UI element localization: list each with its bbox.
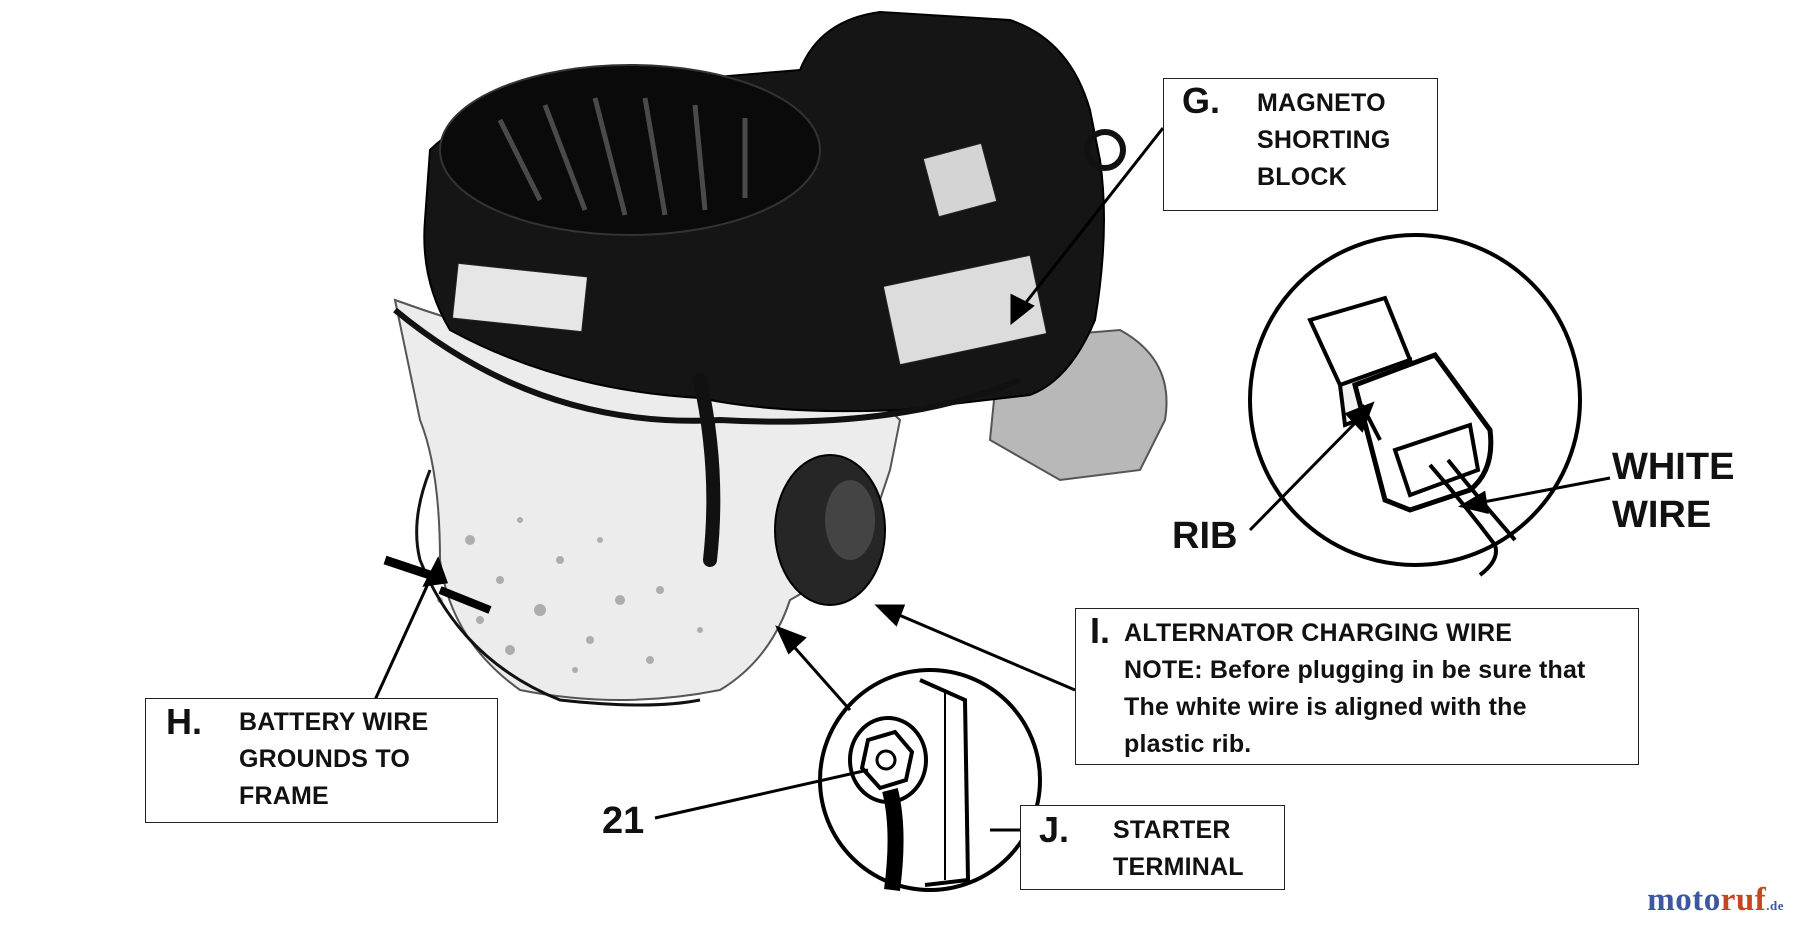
callout-I-text: ALTERNATOR CHARGING WIRE NOTE: Before pl… [1124, 615, 1586, 763]
engine-decal-top [922, 142, 998, 218]
callout-I-line-1: ALTERNATOR CHARGING WIRE [1124, 619, 1513, 647]
leader-line-H [373, 574, 434, 701]
terminal-frame-plate [919, 678, 971, 887]
engine-decal-right [882, 254, 1048, 366]
white-wire-label-line-1: WHITE [1612, 446, 1735, 488]
battery-ground-wire [383, 555, 432, 580]
rib-label: RIB [1172, 515, 1238, 557]
watermark-part-1: moto [1647, 882, 1721, 918]
callout-H-line-3: FRAME [239, 782, 329, 810]
callout-J: J. STARTER TERMINAL [1020, 805, 1285, 890]
leader-line-white-wire [1477, 476, 1611, 505]
leader-lines [373, 127, 1611, 832]
callout-G-text: MAGNETO SHORTING BLOCK [1257, 85, 1391, 196]
terminal-cable [882, 788, 904, 892]
engine-tube [693, 373, 721, 567]
callout-J-line-1: STARTER [1113, 816, 1231, 844]
leader-line-G [1018, 127, 1165, 311]
arrowhead-G [1010, 293, 1035, 326]
starter-motor-end [825, 480, 875, 560]
connector-inset [1248, 233, 1582, 577]
callout-H-line-1: BATTERY WIRE [239, 708, 429, 736]
motoruf-watermark: motoruf.de [1647, 882, 1784, 919]
engine-body [383, 10, 1168, 707]
wire-harness-lower [415, 469, 701, 707]
callout-I: I. ALTERNATOR CHARGING WIRE NOTE: Before… [1075, 608, 1639, 765]
callout-H: H. BATTERY WIRE GROUNDS TO FRAME [145, 698, 498, 823]
connector-housing-opening [1392, 422, 1481, 498]
callout-I-letter: I. [1090, 610, 1111, 651]
callout-I-line-3: The white wire is aligned with the [1124, 693, 1527, 721]
callout-H-line-2: GROUNDS TO [239, 745, 410, 773]
callout-G-line-1: MAGNETO [1257, 89, 1386, 117]
battery-ground-wire-2 [438, 586, 492, 614]
leader-line-I [891, 610, 1076, 692]
callout-J-letter: J. [1039, 809, 1070, 850]
engine-lifting-eye [1084, 129, 1126, 171]
leader-line-rib [1248, 416, 1362, 532]
leader-line-21 [654, 768, 869, 820]
white-wire-label-line-2: WIRE [1612, 494, 1712, 536]
part-number-label: 21 [602, 800, 645, 842]
wire-harness-upper [393, 307, 1022, 425]
engine-decal-left [451, 262, 589, 333]
watermark-suffix: .de [1766, 898, 1784, 913]
terminal-nut-hole [875, 749, 897, 771]
callout-G-letter: G. [1182, 80, 1221, 121]
white-wire-label: WHITE WIRE [1612, 443, 1734, 539]
callout-I-line-4: plastic rib. [1124, 730, 1252, 758]
callout-G-line-2: SHORTING [1257, 126, 1391, 154]
callout-I-line-2: NOTE: Before plugging in be sure that [1124, 656, 1586, 684]
callout-G: G. MAGNETO SHORTING BLOCK [1163, 78, 1438, 211]
callout-H-text: BATTERY WIRE GROUNDS TO FRAME [239, 704, 428, 815]
starter-ribs [497, 97, 748, 216]
recoil-starter [439, 64, 821, 236]
white-wire-strand [1428, 463, 1498, 577]
callout-J-line-2: TERMINAL [1113, 853, 1244, 881]
arrowhead-J [775, 625, 807, 655]
arrowhead-I [874, 604, 906, 627]
watermark-part-2: ruf [1720, 882, 1767, 918]
terminal-inset [818, 668, 1042, 892]
callout-G-line-3: BLOCK [1257, 163, 1347, 191]
callout-H-letter: H. [166, 701, 202, 742]
crankcase-shading [437, 517, 703, 673]
arrowhead-white-wire [1458, 490, 1489, 514]
arrowhead-rib [1344, 401, 1375, 433]
arrowhead-H [422, 556, 449, 587]
leader-line-J [786, 639, 852, 711]
callout-J-text: STARTER TERMINAL [1113, 812, 1244, 886]
